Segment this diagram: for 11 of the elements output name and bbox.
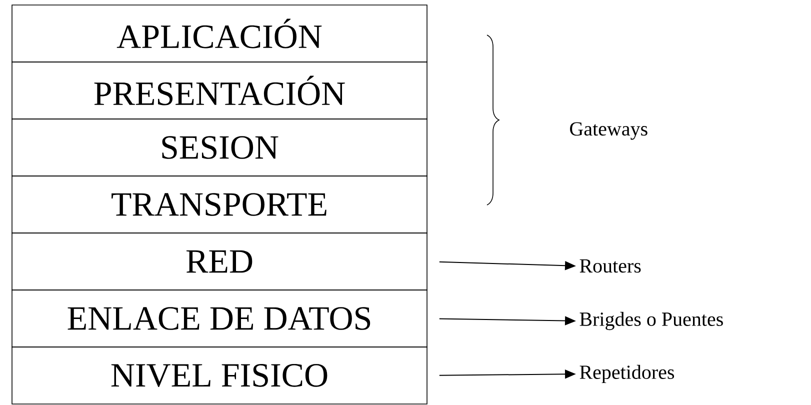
- group-label: Gateways: [570, 122, 648, 140]
- layer-box: APLICACIÓN: [12, 4, 428, 62]
- layer-box: ENLACE DE DATOS: [12, 290, 428, 348]
- layer-box: TRANSPORTE: [12, 176, 428, 234]
- device-label: Routers: [580, 259, 641, 273]
- layer-box: PRESENTACIÓN: [12, 62, 428, 120]
- device-label: Repetidores: [580, 364, 674, 384]
- layer-box: RED: [12, 232, 428, 290]
- layer-box: NIVEL FISICO: [12, 346, 428, 404]
- device-label: Brigdes o Puentes: [580, 312, 723, 330]
- layer-box: SESION: [12, 118, 428, 176]
